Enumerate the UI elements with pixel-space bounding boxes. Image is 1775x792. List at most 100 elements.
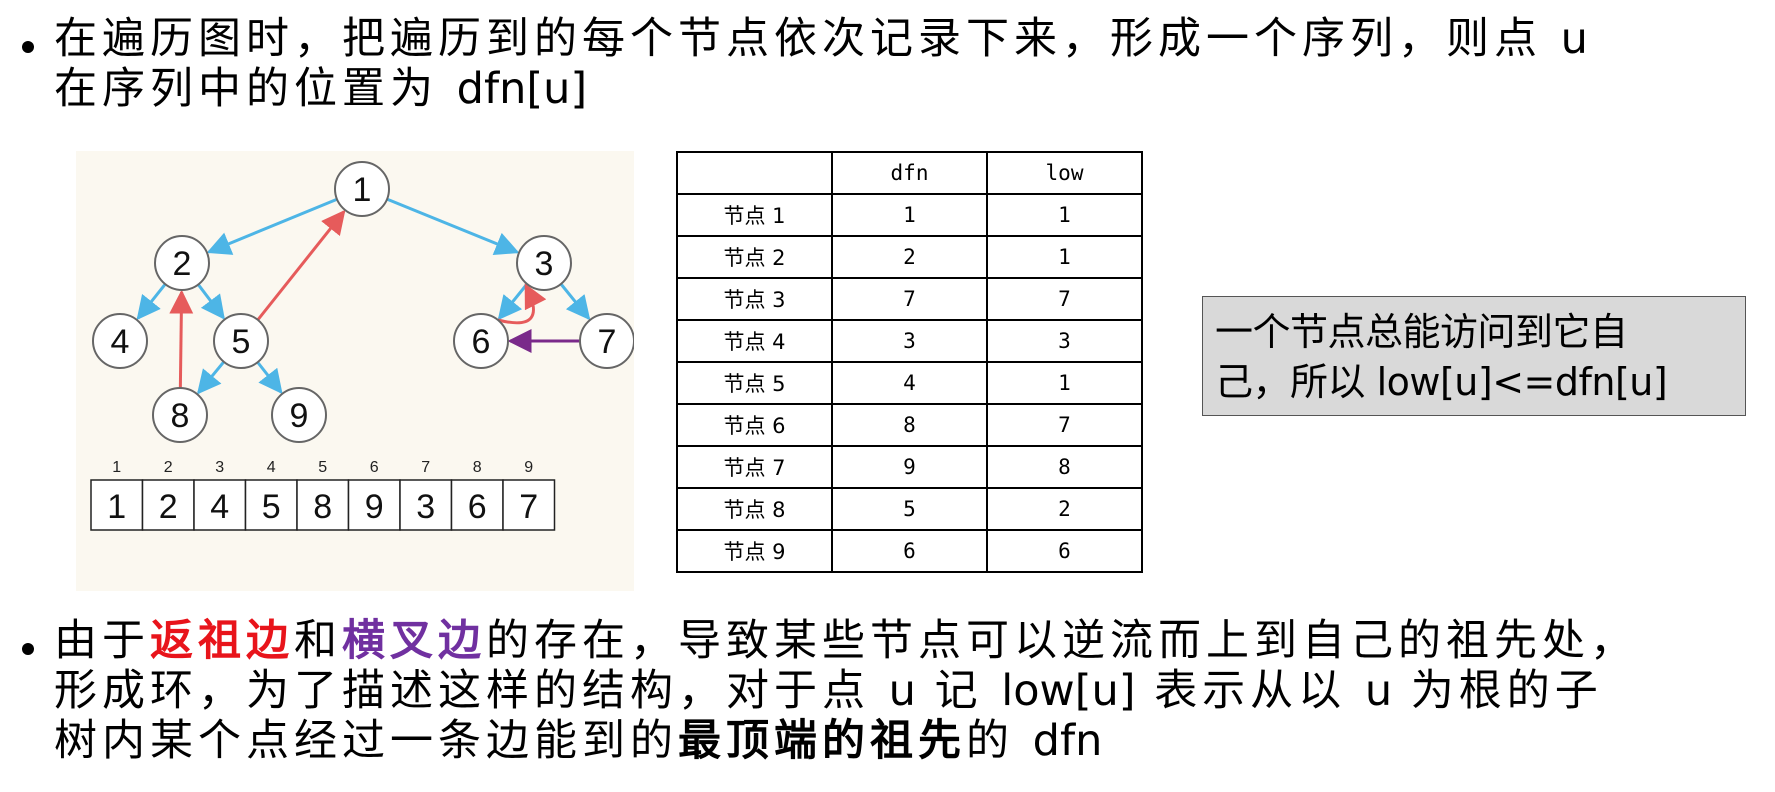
edge-tree-2-5: [197, 283, 225, 320]
graph-node-label: 9: [290, 397, 309, 435]
bullet-dot: [22, 41, 34, 53]
var-u: u: [1560, 14, 1588, 64]
graph-node-label: 2: [173, 245, 192, 283]
table-row-label: 节点 6: [676, 403, 833, 447]
graph-node-8: [152, 387, 208, 443]
edge-back-5-1: [256, 209, 346, 321]
graph-node-4: [92, 313, 148, 369]
sequence-cell: [450, 479, 504, 531]
term-dfn-u: dfn[u]: [456, 64, 588, 114]
bullet-text: 在遍历图时，把遍历到的每个节点依次记录下来，形成一个序列，则点 u 在序列中的位…: [54, 14, 1588, 114]
text-segment: 树内某个点经过一条边能到的: [54, 716, 678, 766]
sequence-value: 2: [159, 488, 178, 526]
table-cell: 7: [831, 277, 988, 321]
edge-tree-2-4: [136, 283, 167, 321]
table-cell: 5: [831, 487, 988, 531]
table-cell: 1: [831, 193, 988, 237]
text-segment: 表示从以: [1154, 666, 1347, 716]
bullet-text: 由于返祖边和横叉边的存在，导致某些节点可以逆流而上到自己的祖先处， 形成环，为了…: [54, 616, 1638, 766]
sequence-index: 5: [318, 459, 327, 476]
sequence-index: 9: [524, 459, 533, 476]
edge-tree-5-9: [256, 361, 283, 395]
table-cell: 3: [986, 319, 1143, 363]
var-u: u: [888, 666, 916, 716]
table-cell: 3: [831, 319, 988, 363]
sequence-cell: [399, 479, 453, 531]
table-cell: 6: [831, 529, 988, 573]
graph-node-label: 4: [111, 323, 130, 361]
sequence-value: 8: [313, 488, 332, 526]
term-low-u: low[u]: [1001, 666, 1136, 716]
table-row-label: 节点 7: [676, 445, 833, 489]
table-cell: 1: [986, 235, 1143, 279]
sequence-cell: [141, 479, 195, 531]
table-row-label: 节点 4: [676, 319, 833, 363]
text-segment: 的: [966, 716, 1014, 766]
term-topmost-ancestor: 最顶端的祖先: [678, 716, 966, 766]
graph-node-label: 3: [535, 245, 554, 283]
sequence-index: 6: [370, 459, 379, 476]
text-segment: 形成环，为了描述这样的结构，对于点: [54, 666, 870, 716]
table-row-label: 节点 2: [676, 235, 833, 279]
graph-node-3: [516, 235, 572, 291]
note-line: 一个节点总能访问到它自: [1215, 310, 1628, 354]
text-segment: 在序列中的位置为: [54, 64, 438, 114]
text-segment: 记: [934, 666, 983, 716]
edge-back-8-2: [169, 289, 194, 389]
table-header-cell: low: [986, 151, 1143, 195]
graph-node-6: [453, 313, 509, 369]
table-cell: 8: [986, 445, 1143, 489]
sequence-value: 7: [519, 488, 538, 526]
sequence-cell: [90, 479, 144, 531]
sequence-value: 1: [107, 488, 126, 526]
table-header-cell: dfn: [831, 151, 988, 195]
var-u: u: [1364, 666, 1393, 716]
term-dfn: dfn: [1032, 716, 1103, 766]
table-row-label: 节点 5: [676, 361, 833, 405]
edge-tree-3-6: [497, 283, 529, 321]
low-dfn-note: 一个节点总能访问到它自 己，所以 low[u]<=dfn[u]: [1202, 296, 1746, 416]
graph-node-1: [334, 161, 390, 217]
table-cell: 8: [831, 403, 988, 447]
table-cell: 6: [986, 529, 1143, 573]
sequence-cell: [193, 479, 247, 531]
sequence-cell: [502, 479, 556, 531]
graph-node-7: [579, 313, 634, 369]
sequence-index: 8: [473, 459, 482, 476]
table-row-label: 节点 1: [676, 193, 833, 237]
sequence-value: 3: [416, 488, 435, 526]
text-segment: 的存在，导致某些节点可以逆流而上到自己的祖先处，: [486, 616, 1638, 666]
table-cell: 2: [831, 235, 988, 279]
table-cell: 4: [831, 361, 988, 405]
text-segment: 在遍历图时，把遍历到的每个节点依次记录下来，形成一个序列，则点: [54, 14, 1542, 64]
edge-tree-1-3: [386, 197, 520, 256]
graph-node-2: [154, 235, 210, 291]
graph-node-label: 5: [232, 323, 251, 361]
table-cell: 1: [986, 193, 1143, 237]
bullet-low-definition: 由于返祖边和横叉边的存在，导致某些节点可以逆流而上到自己的祖先处， 形成环，为了…: [22, 616, 1772, 766]
sequence-index: 7: [421, 459, 430, 476]
term-cross-edge: 横叉边: [342, 616, 486, 666]
sequence-index: 3: [215, 459, 224, 476]
graph-node-label: 7: [598, 323, 617, 361]
edge-tree-5-8: [196, 360, 225, 395]
table-row-label: 节点 3: [676, 277, 833, 321]
sequence-cell: [347, 479, 401, 531]
table-cell: 7: [986, 277, 1143, 321]
sequence-index: 2: [164, 459, 173, 476]
sequence-value: 6: [468, 488, 487, 526]
sequence-cell: [244, 479, 298, 531]
